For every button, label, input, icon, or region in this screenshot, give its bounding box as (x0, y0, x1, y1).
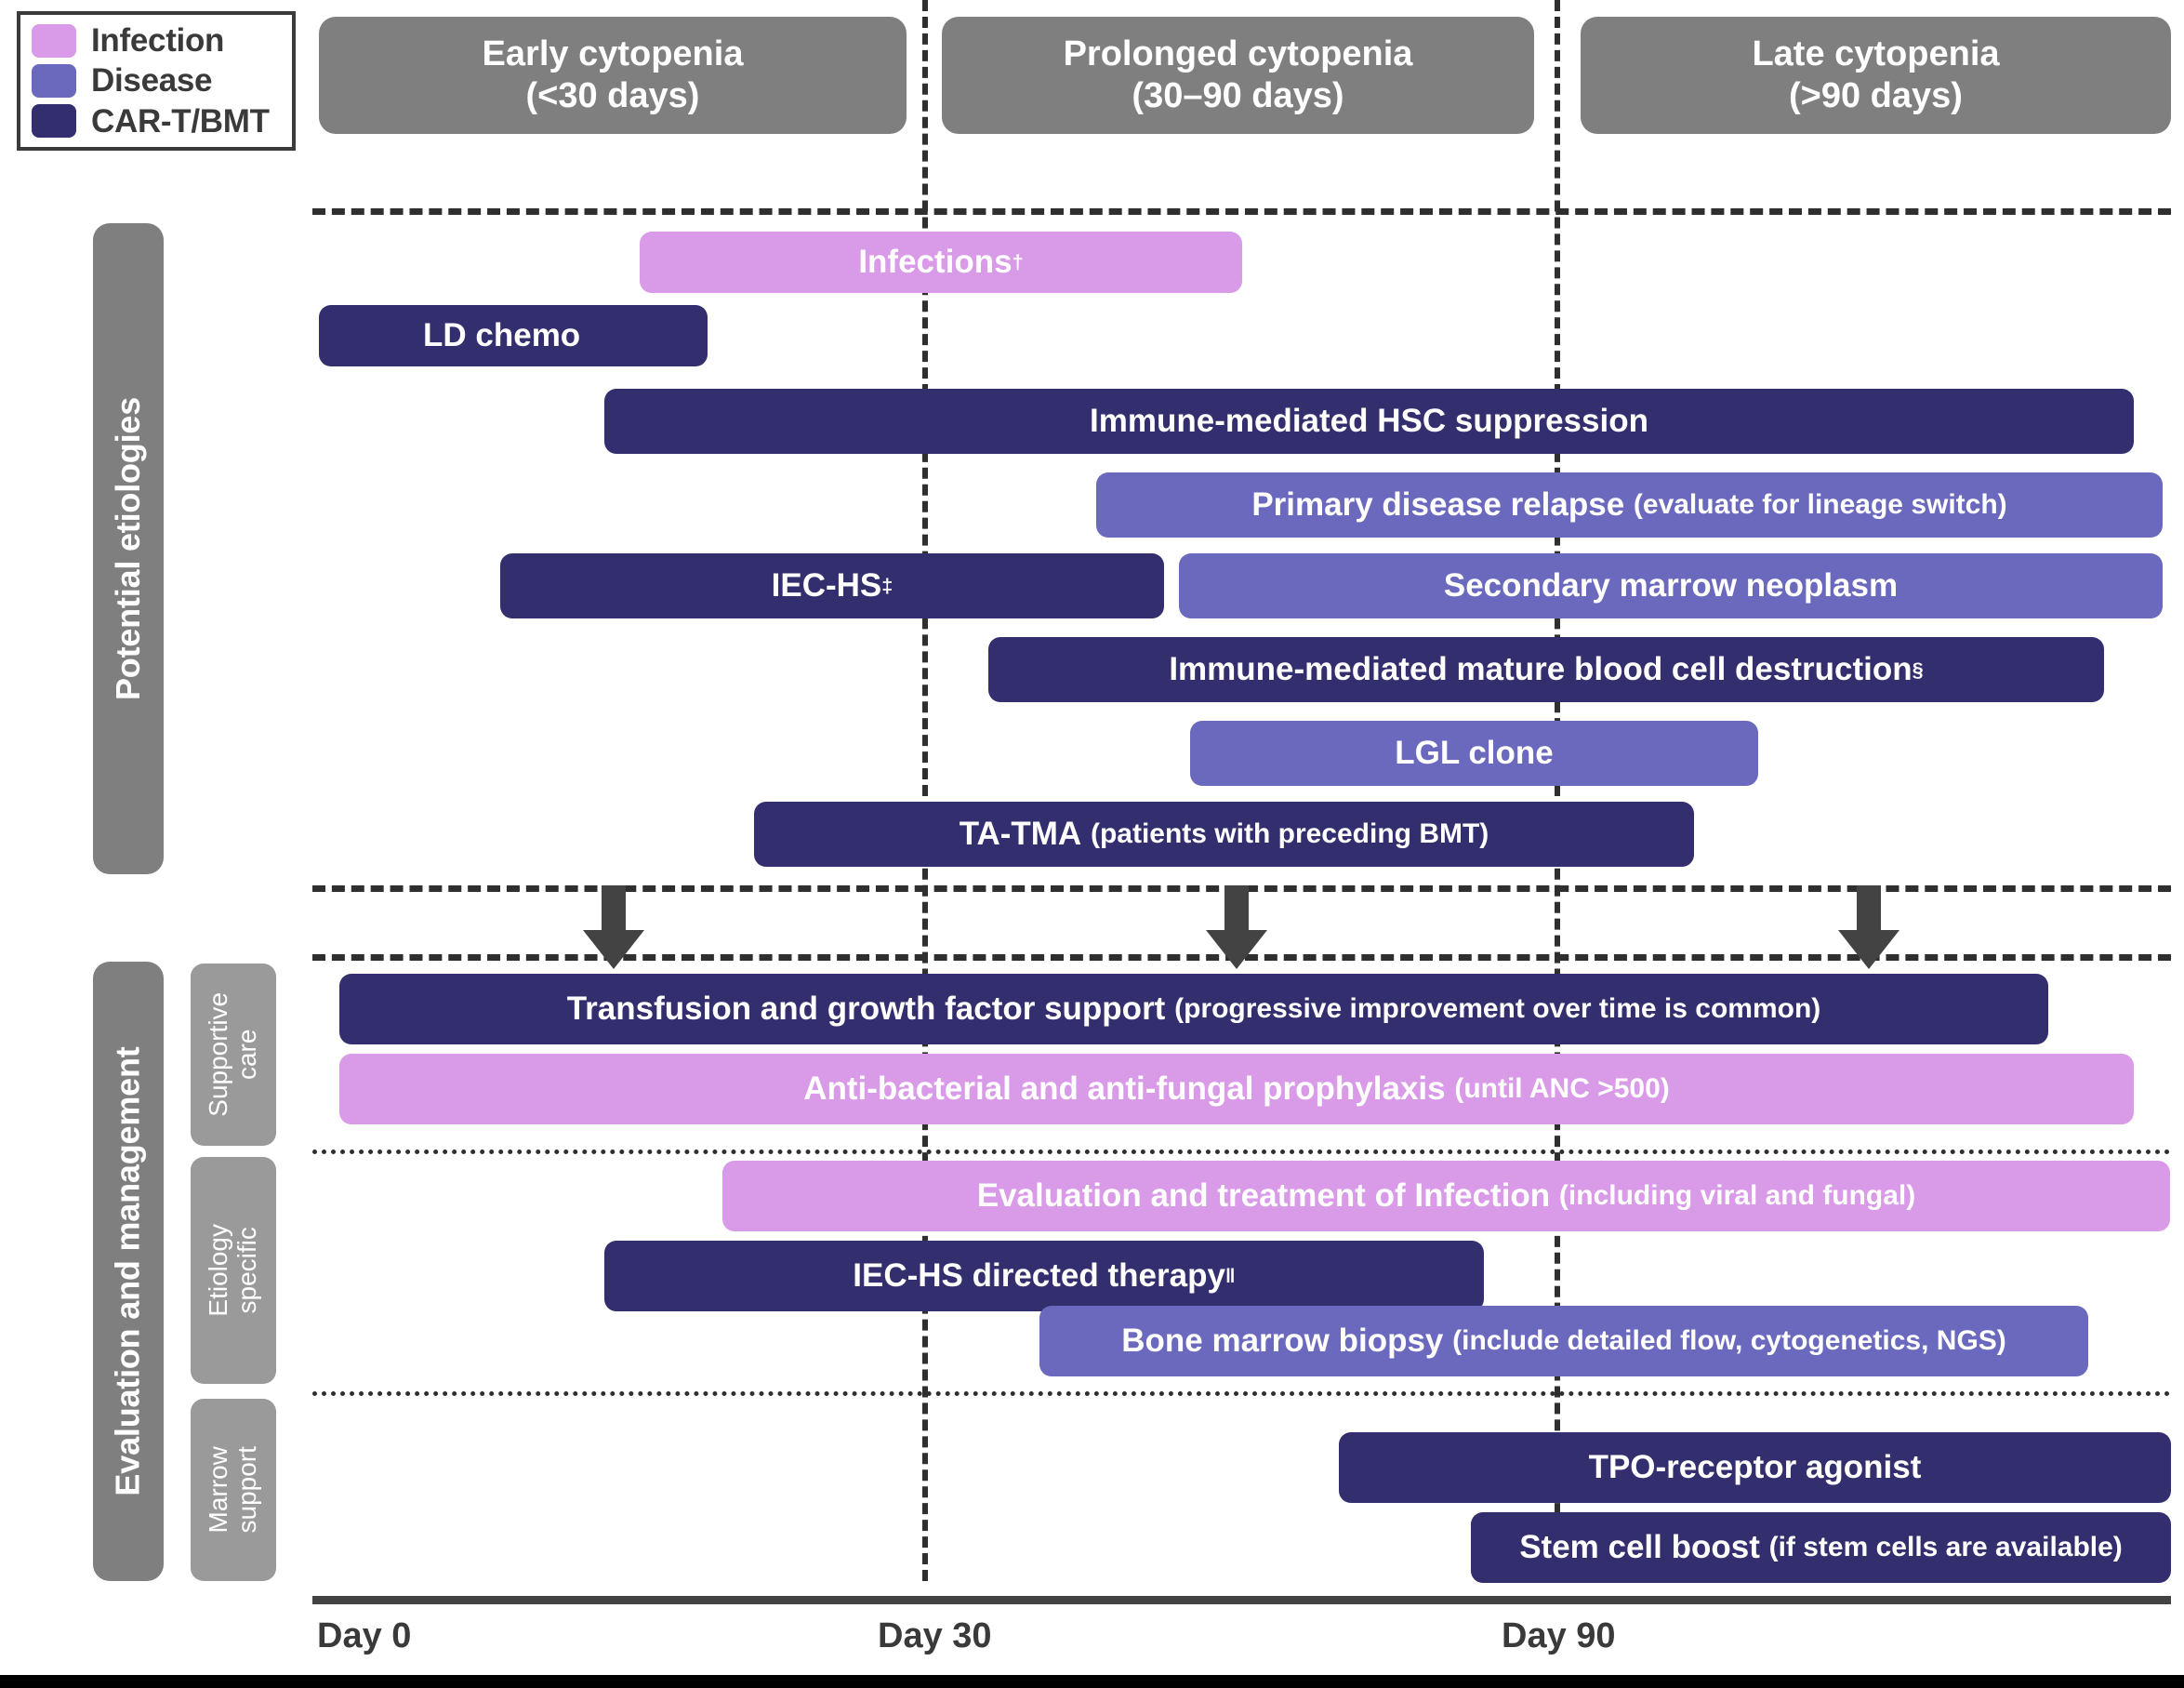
etiology-bar-ld-chemo[interactable]: LD chemo (319, 305, 708, 366)
phase-header-early: Early cytopenia (<30 days) (319, 17, 907, 134)
etiology-bar-hsc-suppression[interactable]: Immune-mediated HSC suppression (604, 389, 2134, 454)
etiology-bar-primary-disease-relapse-label: Primary disease relapse (1251, 485, 1625, 523)
section-label-potential-etiologies: Potential etiologies (93, 223, 164, 874)
management-bar-infection-evaluation-treatment-paren: (including viral and fungal) (1558, 1180, 1916, 1212)
management-bar-bone-marrow-biopsy-paren: (include detailed flow, cytogenetics, NG… (1452, 1325, 2006, 1357)
phase-header-late-sub: (>90 days) (1789, 76, 1963, 115)
legend-swatch-disease (32, 63, 76, 98)
phase-header-prolonged: Prolonged cytopenia (30–90 days) (942, 17, 1534, 134)
etiology-bar-primary-disease-relapse-paren: (evaluate for lineage switch) (1633, 489, 2007, 521)
transition-arrow-late-head (1838, 930, 1899, 969)
axis-tick-day-0: Day 0 (317, 1616, 412, 1655)
management-bar-transfusion-growth-factor-paren: (progressive improvement over time is co… (1174, 993, 1821, 1025)
phase-header-early-sub: (<30 days) (525, 76, 700, 115)
etiology-bar-primary-disease-relapse[interactable]: Primary disease relapse (evaluate for li… (1096, 472, 2163, 538)
transition-arrow-early-head (583, 930, 644, 969)
etiology-bar-hsc-suppression-label: Immune-mediated HSC suppression (1090, 402, 1648, 439)
section-label-potential-etiologies-text: Potential etiologies (109, 396, 147, 701)
transition-arrow-prolonged-head (1206, 930, 1267, 969)
axis-tick-day-30: Day 30 (878, 1616, 992, 1655)
management-bar-iec-hs-directed-therapy-label: IEC-HS directed therapy (853, 1256, 1225, 1294)
legend-label-disease: Disease (91, 62, 213, 100)
management-bar-tpo-receptor-agonist[interactable]: TPO-receptor agonist (1339, 1432, 2171, 1503)
management-bar-transfusion-growth-factor-label: Transfusion and growth factor support (566, 990, 1166, 1027)
transition-arrow-late-shaft (1857, 885, 1881, 934)
separator-etiology-marrow (312, 1391, 2171, 1396)
phase-header-late: Late cytopenia (>90 days) (1581, 17, 2171, 134)
legend: Infection Disease CAR-T/BMT (17, 11, 296, 151)
legend-label-infection: Infection (91, 22, 225, 60)
legend-item-disease: Disease (32, 61, 283, 100)
separator-supportive-etiology (312, 1150, 2171, 1154)
management-bar-infection-evaluation-treatment[interactable]: Evaluation and treatment of Infection (i… (722, 1161, 2170, 1231)
management-bar-tpo-receptor-agonist-label: TPO-receptor agonist (1588, 1448, 1922, 1485)
etiology-bar-mature-blood-cell-destruction[interactable]: Immune-mediated mature blood cell destru… (988, 637, 2104, 702)
management-bar-transfusion-growth-factor[interactable]: Transfusion and growth factor support (p… (339, 974, 2048, 1044)
etiology-bar-lgl-clone-label: LGL clone (1395, 734, 1554, 771)
etiology-bar-secondary-marrow-neoplasm-label: Secondary marrow neoplasm (1443, 566, 1899, 604)
legend-label-cart-bmt: CAR-T/BMT (91, 102, 270, 140)
legend-item-cart-bmt: CAR-T/BMT (32, 101, 283, 140)
management-bar-stem-cell-boost-paren: (if stem cells are available) (1768, 1532, 2123, 1563)
etiology-bar-ta-tma-label: TA-TMA (959, 815, 1082, 852)
management-bar-antimicrobial-prophylaxis[interactable]: Anti-bacterial and anti-fungal prophylax… (339, 1054, 2134, 1124)
transition-arrow-prolonged-shaft (1224, 885, 1249, 934)
management-bar-stem-cell-boost[interactable]: Stem cell boost (if stem cells are avail… (1471, 1512, 2171, 1583)
legend-swatch-infection (32, 23, 76, 58)
etiology-bar-lgl-clone[interactable]: LGL clone (1190, 721, 1758, 786)
time-axis-line (312, 1596, 2171, 1604)
management-bar-iec-hs-directed-therapy[interactable]: IEC-HS directed therapy‖ (604, 1241, 1484, 1311)
management-bar-antimicrobial-prophylaxis-paren: (until ANC >500) (1454, 1073, 1670, 1105)
management-bar-bone-marrow-biopsy[interactable]: Bone marrow biopsy (include detailed flo… (1039, 1306, 2088, 1376)
etiology-bar-infections-label: Infections (858, 243, 1013, 280)
legend-item-infection: Infection (32, 21, 283, 60)
etiology-bar-secondary-marrow-neoplasm[interactable]: Secondary marrow neoplasm (1179, 553, 2163, 618)
bottom-rule (0, 1675, 2184, 1688)
legend-swatch-cart-bmt (32, 104, 76, 139)
section-label-evaluation-management-text: Evaluation and management (109, 1046, 147, 1496)
management-bar-bone-marrow-biopsy-label: Bone marrow biopsy (1121, 1322, 1444, 1359)
phase-header-prolonged-sub: (30–90 days) (1132, 76, 1344, 115)
section-label-evaluation-management: Evaluation and management (93, 962, 164, 1581)
day90-divider-line (1555, 0, 1560, 1581)
axis-tick-day-90: Day 90 (1502, 1616, 1616, 1655)
etiology-bar-infections[interactable]: Infections† (640, 232, 1242, 293)
separator-under-headers (312, 208, 2171, 215)
etiology-bar-iec-hs[interactable]: IEC-HS‡ (500, 553, 1164, 618)
etiology-bar-mature-blood-cell-destruction-label: Immune-mediated mature blood cell destru… (1169, 650, 1913, 687)
etiology-bar-ld-chemo-label: LD chemo (423, 316, 581, 353)
transition-arrow-early-shaft (602, 885, 626, 934)
etiology-bar-ta-tma[interactable]: TA-TMA (patients with preceding BMT) (754, 802, 1694, 867)
day30-divider-line (922, 0, 928, 1581)
management-bar-stem-cell-boost-label: Stem cell boost (1519, 1528, 1760, 1565)
phase-header-early-title: Early cytopenia (482, 34, 744, 74)
phase-header-late-title: Late cytopenia (1752, 34, 2000, 74)
etiology-bar-ta-tma-paren: (patients with preceding BMT) (1090, 818, 1489, 850)
management-bar-infection-evaluation-treatment-label: Evaluation and treatment of Infection (976, 1176, 1551, 1214)
phase-header-prolonged-title: Prolonged cytopenia (1063, 34, 1413, 74)
management-bar-antimicrobial-prophylaxis-label: Anti-bacterial and anti-fungal prophylax… (803, 1070, 1446, 1107)
etiology-bar-iec-hs-label: IEC-HS (771, 566, 882, 604)
